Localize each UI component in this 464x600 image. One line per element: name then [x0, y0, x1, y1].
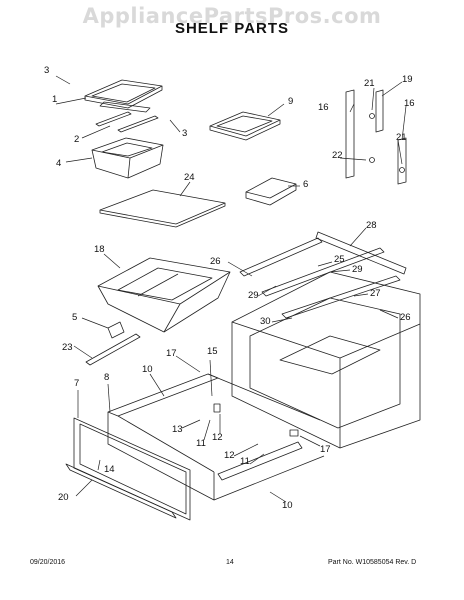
- callout-number: 10: [142, 364, 153, 375]
- callout-number: 28: [366, 220, 377, 231]
- callout-number: 21: [396, 132, 407, 143]
- callout-number: 10: [282, 500, 293, 511]
- callout-number: 29: [352, 264, 363, 275]
- callout-number: 6: [303, 179, 308, 190]
- callout-number: 8: [104, 372, 109, 383]
- callout-number: 7: [74, 378, 79, 389]
- callout-number: 9: [288, 96, 293, 107]
- crisper-drawer-drawing: [97, 257, 231, 333]
- footer-date: 09/20/2016: [30, 559, 66, 566]
- callout-number: 24: [184, 172, 195, 183]
- callout-number: 20: [58, 492, 69, 503]
- drawer-rails-drawing: [239, 231, 407, 319]
- callout-number: 16: [318, 102, 329, 113]
- callout-number: 14: [104, 464, 115, 475]
- small-bin-drawing: [91, 137, 164, 179]
- callout-number: 16: [404, 98, 415, 109]
- callout-number: 3: [44, 65, 49, 76]
- freezer-liner-drawing: [231, 271, 421, 449]
- callout-number: 17: [166, 348, 177, 359]
- bracket-drawing: [107, 321, 125, 339]
- callout-number: 22: [332, 150, 343, 161]
- callout-number: 15: [207, 346, 218, 357]
- callout-number: 1: [52, 94, 57, 105]
- top-shelf-drawing: [84, 79, 163, 113]
- callout-number: 11: [196, 438, 206, 449]
- drawer-front-drawing: [65, 417, 191, 521]
- callout-number: 2: [74, 134, 79, 145]
- glass-shelf-drawing: [99, 189, 226, 228]
- callout-number: 23: [62, 342, 73, 353]
- callout-number: 25: [334, 254, 345, 265]
- callout-number: 26: [400, 312, 411, 323]
- small-tray-drawing: [245, 177, 297, 206]
- trim-strip-drawing: [85, 333, 141, 366]
- callout-number: 26: [210, 256, 221, 267]
- shelf-slides-drawing: [95, 111, 159, 133]
- callout-number: 21: [364, 78, 375, 89]
- drawer-frame-drawing: [107, 373, 325, 501]
- callout-number: 27: [370, 288, 381, 299]
- callout-number: 29: [248, 290, 259, 301]
- callout-number: 3: [182, 128, 187, 139]
- callout-number: 11: [240, 456, 250, 467]
- callout-number: 30: [260, 316, 271, 327]
- callout-number: 17: [320, 444, 331, 455]
- diagram-title: SHELF PARTS: [174, 20, 290, 37]
- callout-number: 4: [56, 158, 61, 169]
- callout-number: 5: [72, 312, 77, 323]
- callout-number: 19: [402, 74, 413, 85]
- watermark: AppliancePartsPros.com: [82, 4, 382, 28]
- footer-page-number: 14: [226, 559, 234, 566]
- callout-number: 12: [212, 432, 223, 443]
- callout-number: 12: [224, 450, 235, 461]
- footer-part-number: Part No. W10585054 Rev. D: [328, 559, 417, 566]
- side-rails-drawing: [345, 89, 407, 185]
- door-shelf-drawing: [209, 111, 281, 141]
- callout-number: 13: [172, 424, 183, 435]
- callout-number: 18: [94, 244, 105, 255]
